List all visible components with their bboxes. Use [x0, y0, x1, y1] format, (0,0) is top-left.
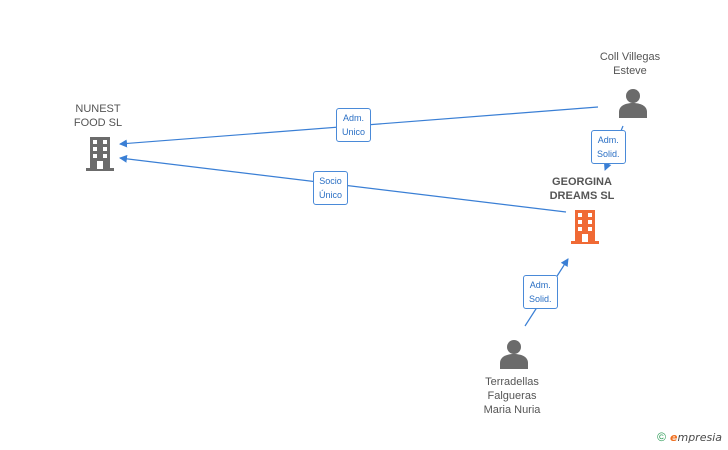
- empresia-logo: empresia: [670, 430, 722, 444]
- footer-brand: © empresia: [657, 430, 722, 444]
- edge-label-adm-unico: Adm. Unico: [336, 108, 372, 142]
- node-label-coll: Coll Villegas Esteve: [599, 51, 661, 77]
- building-icon[interactable]: [84, 137, 116, 171]
- node-label-georgina: GEORGINA DREAMS SL: [549, 176, 615, 202]
- person-icon[interactable]: [500, 339, 528, 369]
- edge-label-adm-solid-terradellas: Adm. Solid.: [523, 275, 558, 309]
- edge-label-adm-solid-coll: Adm. Solid.: [591, 130, 626, 164]
- building-icon[interactable]: [569, 210, 601, 244]
- node-label-nunest: NUNEST FOOD SL: [73, 103, 123, 129]
- edge-label-socio-unico: Socio Único: [313, 171, 349, 205]
- person-icon[interactable]: [619, 88, 647, 118]
- node-label-terradellas: Terradellas Falgueras Maria Nuria: [483, 376, 541, 416]
- copyright-symbol: ©: [657, 430, 667, 444]
